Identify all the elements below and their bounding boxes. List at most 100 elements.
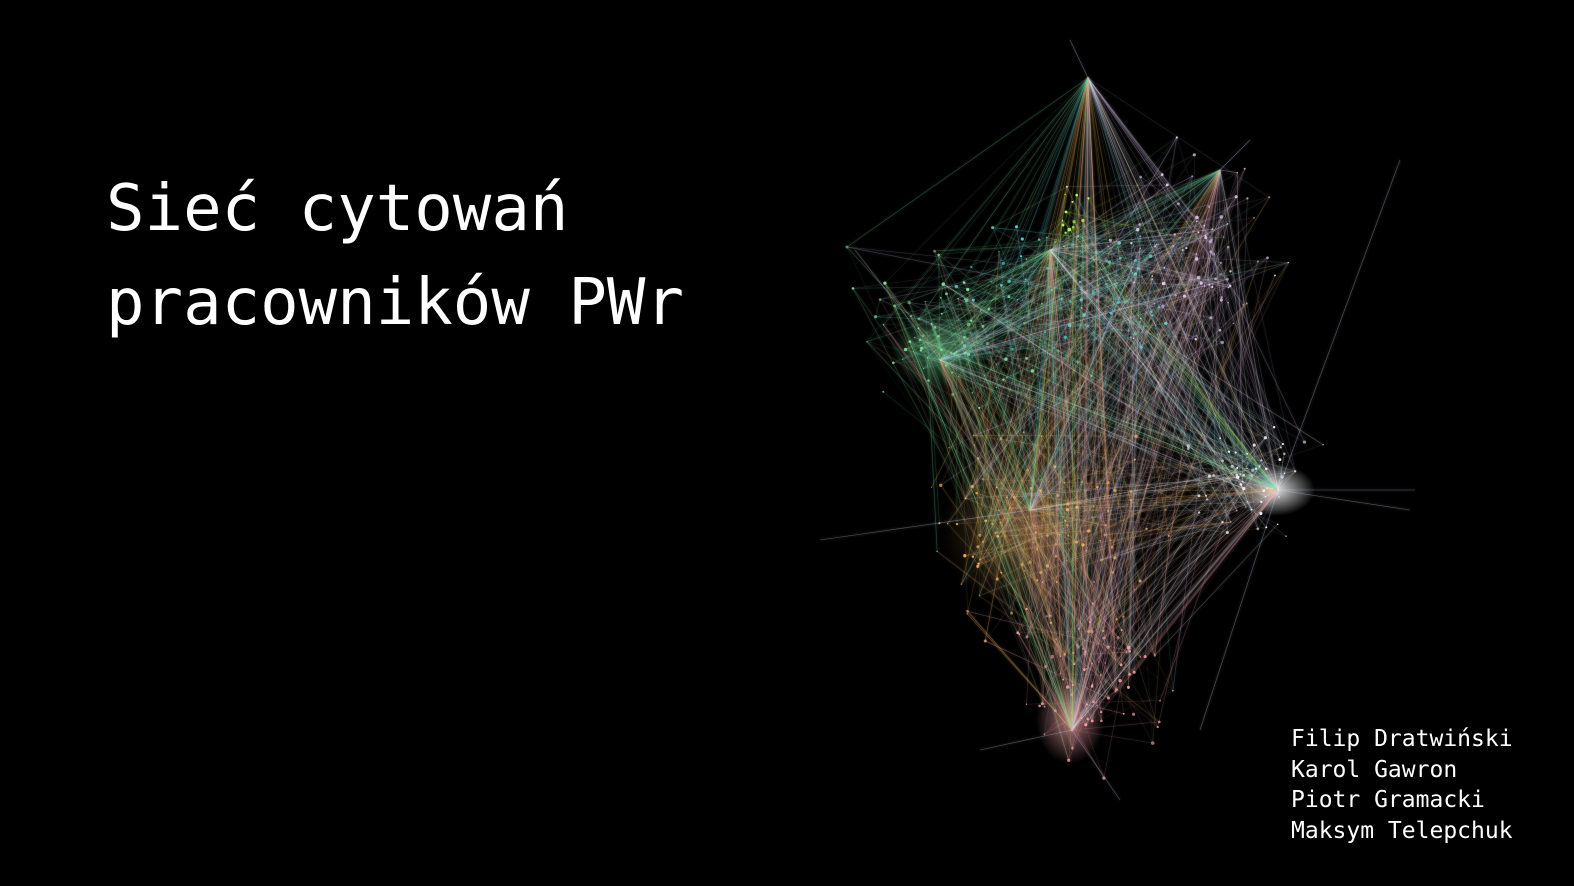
network-edge <box>884 282 1031 511</box>
network-node <box>963 336 966 339</box>
author-name: Filip Dratwiński <box>1291 726 1513 752</box>
network-edge <box>1178 169 1221 205</box>
network-node <box>1046 534 1049 537</box>
network-edge <box>1029 262 1222 511</box>
network-edge <box>964 249 1051 300</box>
network-node <box>1260 500 1263 503</box>
network-node <box>1153 302 1156 305</box>
network-node <box>1025 607 1028 611</box>
network-node <box>1091 662 1093 665</box>
network-edge <box>846 246 942 350</box>
network-node <box>1037 238 1041 241</box>
network-edge <box>1091 489 1279 687</box>
network-node <box>971 391 974 394</box>
network-node <box>971 555 975 558</box>
network-edge <box>1151 278 1279 491</box>
network-node <box>1219 261 1223 264</box>
network-node <box>1225 277 1229 281</box>
network-node <box>1044 331 1046 333</box>
network-edge <box>1219 139 1251 171</box>
network-edge <box>884 77 1089 284</box>
network-node <box>1129 336 1132 339</box>
network-node <box>1058 533 1061 536</box>
network-node <box>1024 278 1027 281</box>
network-node <box>882 323 885 326</box>
network-node <box>1151 314 1154 317</box>
network-edge <box>977 546 1073 731</box>
network-edge <box>1091 224 1141 632</box>
network-edge <box>1235 196 1296 472</box>
network-node <box>1264 467 1268 471</box>
network-node <box>1227 286 1230 289</box>
network-node <box>1256 260 1260 263</box>
network-node <box>1129 498 1133 502</box>
network-node <box>845 245 849 249</box>
network-edge <box>1071 522 1223 731</box>
network-edge <box>854 249 941 361</box>
network-node <box>1064 519 1066 522</box>
network-node <box>1139 317 1142 320</box>
network-node <box>851 287 855 290</box>
network-node <box>1111 571 1114 574</box>
network-edge <box>1049 241 1211 251</box>
network-node <box>1145 527 1148 531</box>
network-edge <box>1081 282 1118 301</box>
network-node <box>1294 470 1297 473</box>
network-node <box>1070 728 1074 732</box>
network-node <box>1091 291 1095 295</box>
network-node <box>1067 227 1072 232</box>
network-node <box>1195 257 1199 261</box>
network-node <box>1085 549 1088 552</box>
network-node <box>866 340 868 343</box>
network-node <box>1070 693 1073 697</box>
network-edge <box>1088 489 1279 632</box>
network-edge <box>1125 303 1155 653</box>
network-node <box>1065 508 1070 512</box>
network-node <box>999 437 1002 440</box>
author-name: Maksym Telepchuk <box>1291 817 1513 844</box>
network-edge <box>1040 512 1200 573</box>
network-node <box>1076 235 1080 238</box>
network-node <box>1030 369 1035 373</box>
network-node <box>1262 489 1266 493</box>
network-node <box>936 550 938 553</box>
network-edge <box>1087 77 1099 663</box>
network-node <box>1066 523 1069 527</box>
network-node <box>1072 219 1076 224</box>
network-edge <box>1029 302 1132 511</box>
network-node <box>1083 668 1086 671</box>
network-edge <box>1019 256 1022 635</box>
network-node <box>1046 266 1049 270</box>
network-node <box>1256 527 1260 531</box>
network-node <box>1179 236 1181 239</box>
network-edge <box>918 77 1089 319</box>
network-node <box>1107 245 1110 247</box>
network-edge <box>1066 184 1168 187</box>
network-node <box>1066 685 1070 689</box>
network-node <box>1084 323 1087 326</box>
network-node <box>1072 651 1075 655</box>
network-node <box>1043 733 1046 736</box>
network-node <box>1081 647 1084 650</box>
network-edge <box>918 137 1177 320</box>
network-edge <box>979 242 1120 536</box>
network-node <box>938 358 942 362</box>
network-edge <box>1091 489 1279 664</box>
network-edge <box>1078 496 1280 648</box>
network-node <box>1084 651 1087 654</box>
network-node <box>1066 502 1070 506</box>
network-node <box>1064 231 1067 234</box>
network-edge <box>1024 570 1135 673</box>
network-node <box>1070 712 1073 714</box>
network-node <box>908 340 912 343</box>
network-node <box>1236 510 1238 512</box>
network-edge <box>939 249 1051 361</box>
network-edge <box>883 77 1089 325</box>
network-edge <box>1027 77 1089 284</box>
network-node <box>971 298 975 302</box>
network-node <box>1263 436 1268 440</box>
network-node <box>976 457 979 460</box>
network-node <box>955 522 959 526</box>
network-edge <box>956 351 958 525</box>
network-node <box>924 300 926 303</box>
